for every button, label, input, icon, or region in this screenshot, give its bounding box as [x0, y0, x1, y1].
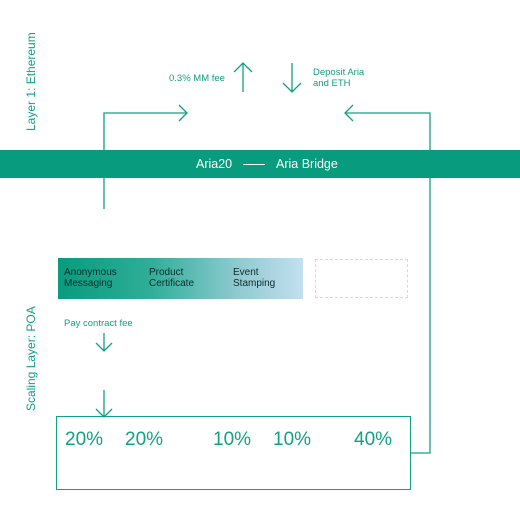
placeholder-service-box: [315, 259, 408, 298]
scaling-layer-label: Scaling Layer: POA: [24, 306, 38, 411]
mm-fee-label: 0.3% MM fee: [169, 73, 225, 84]
services-bar: Anonymous Messaging Product Certificate …: [58, 258, 303, 299]
distribution-value-2: 20%: [125, 429, 164, 450]
layer1-label: Layer 1: Ethereum: [24, 32, 38, 131]
service-product-certificate: Product Certificate: [149, 267, 195, 289]
deposit-label: Deposit Aria and ETH: [313, 67, 364, 89]
fee-down-arrow-icon: [95, 333, 113, 352]
distribution-value-4: 10%: [273, 429, 312, 450]
result-down-arrow-icon: [95, 390, 113, 418]
distribution-box: 20% 20% 10% 10% 40%: [56, 416, 411, 490]
aria20-label: Aria20: [196, 157, 233, 171]
bridge-separator: [243, 164, 265, 165]
deposit-label-line2: and ETH: [313, 78, 351, 89]
service-anonymous-messaging: Anonymous Messaging: [64, 267, 117, 289]
left-arrowhead: [344, 104, 354, 122]
up-arrow-icon: [233, 62, 253, 92]
distribution-value-3: 10%: [213, 429, 252, 450]
distribution-value-1: 20%: [65, 429, 104, 450]
down-arrow-icon: [282, 63, 302, 93]
pay-contract-fee-label: Pay contract fee: [64, 318, 133, 329]
aria-bridge-label: Aria Bridge: [276, 157, 338, 171]
service-event-stamping: Event Stamping: [233, 267, 276, 289]
right-arrowhead: [178, 104, 188, 122]
deposit-label-line1: Deposit Aria: [313, 67, 365, 78]
distribution-value-5: 40%: [354, 429, 393, 450]
